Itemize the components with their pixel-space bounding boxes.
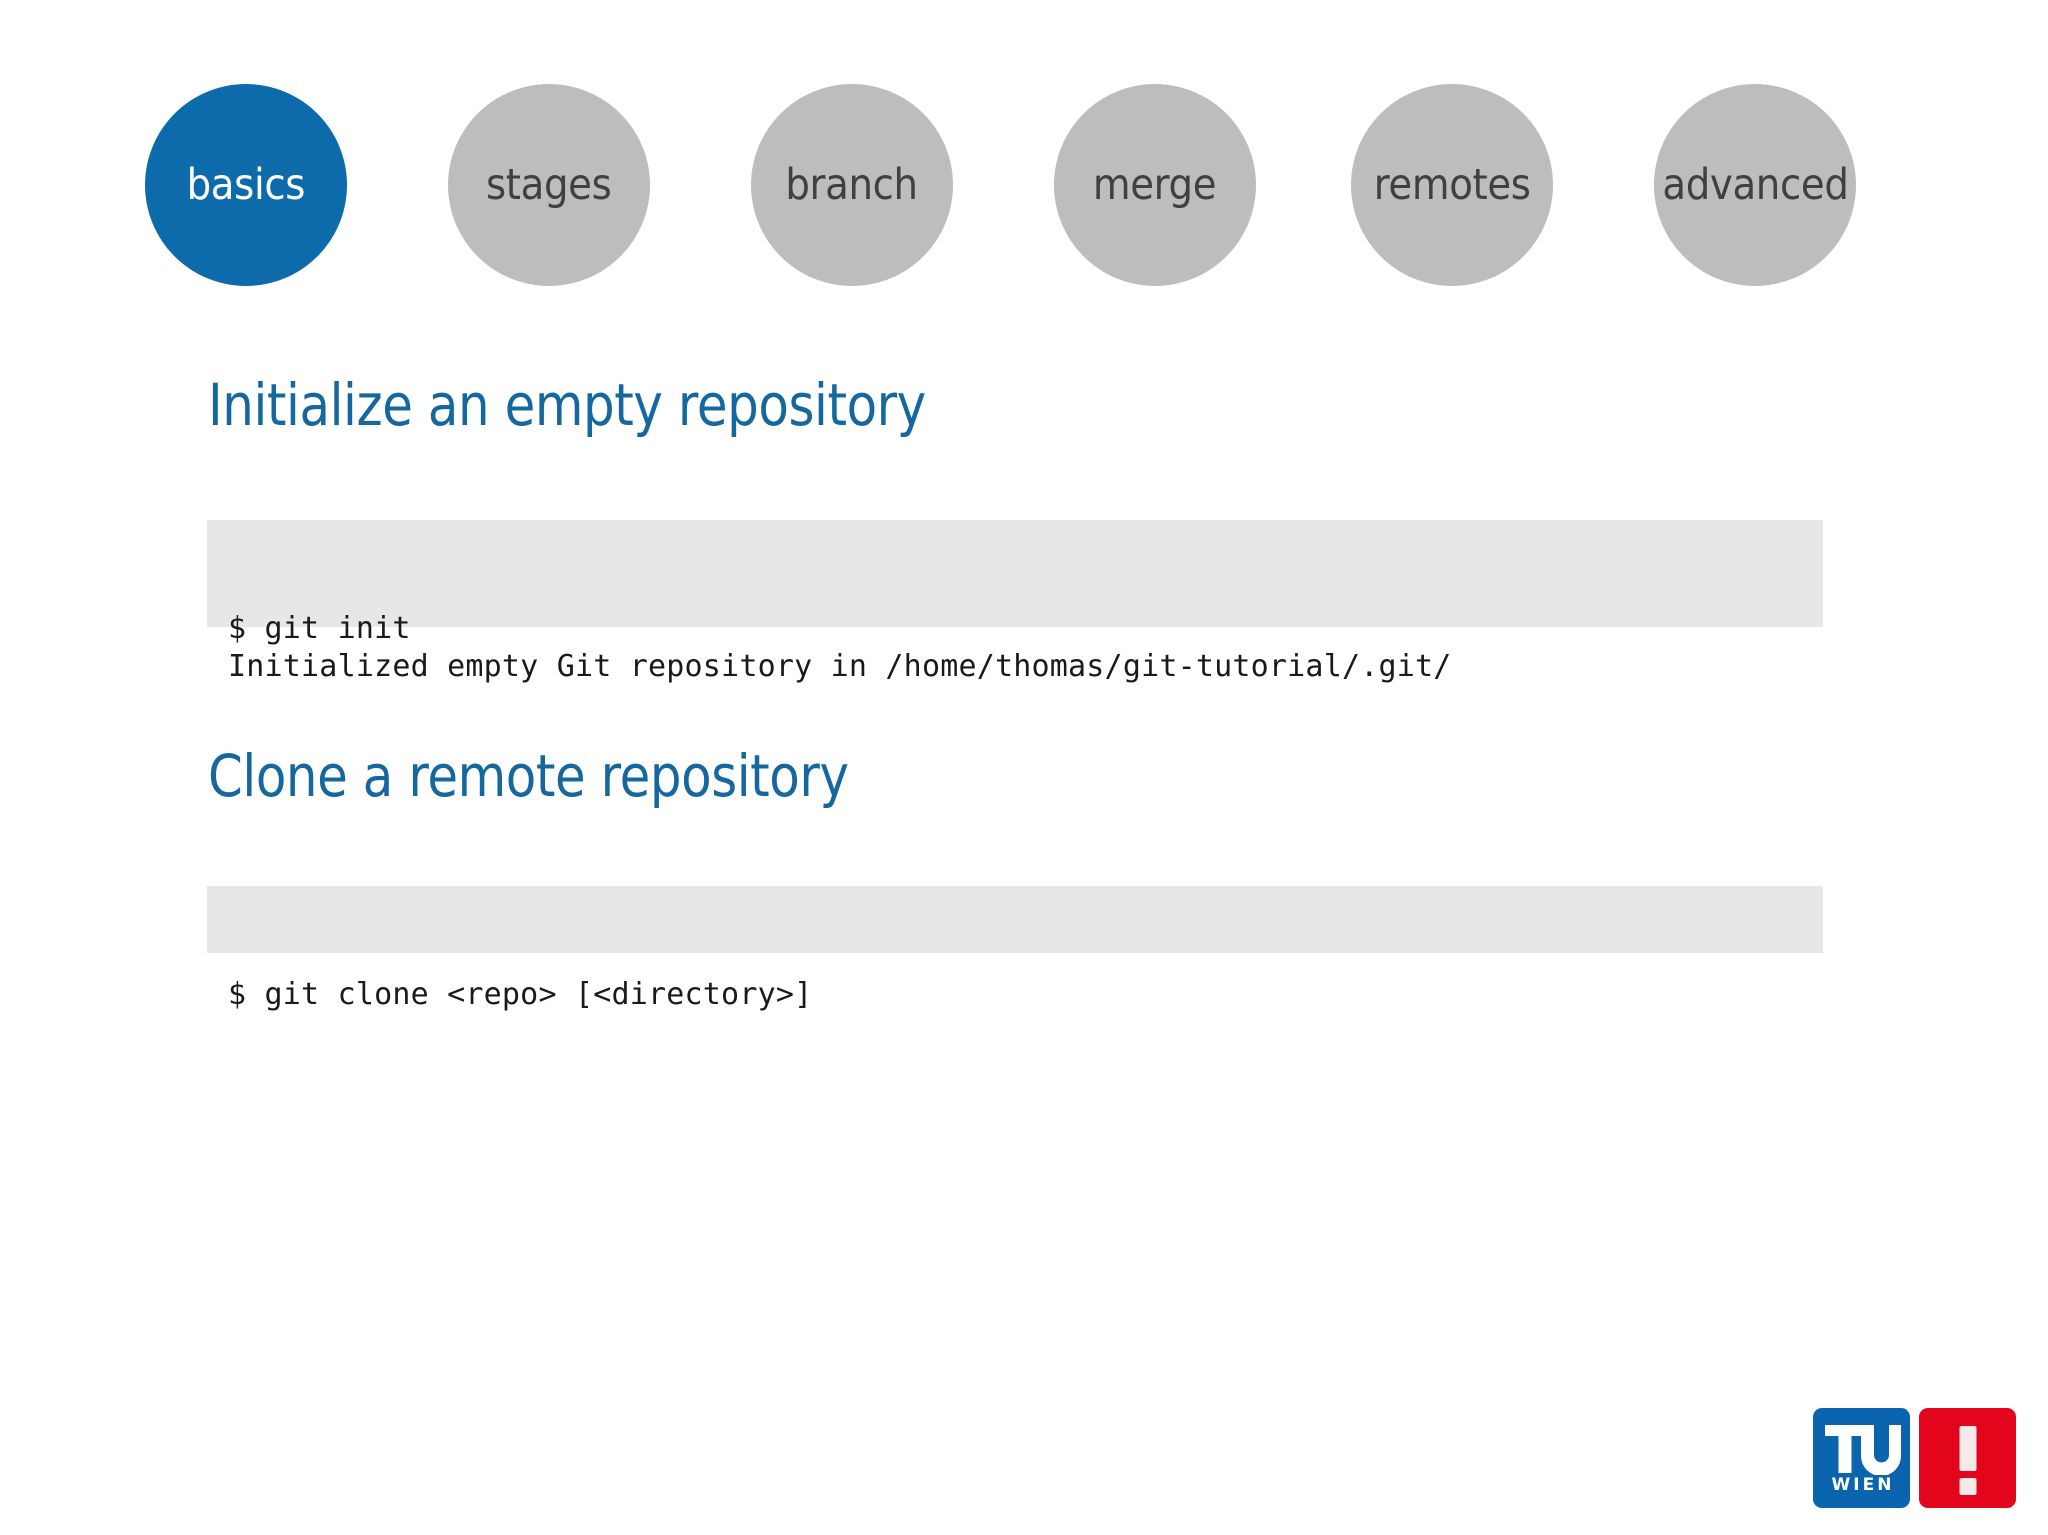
exclamation-bar-icon (1959, 1426, 1976, 1471)
nav-circle-advanced[interactable]: advanced (1654, 84, 1856, 286)
tu-wien-logo-red-tile (1919, 1408, 2016, 1508)
nav-label-basics: basics (186, 159, 306, 210)
logo-wien-text: WIEN (1831, 1474, 1895, 1495)
nav-circle-remotes[interactable]: remotes (1351, 84, 1553, 286)
tu-monogram-icon (1824, 1424, 1901, 1475)
section-heading-initialize: Initialize an empty repository (208, 371, 926, 439)
tu-wien-logo-blue-tile: WIEN (1813, 1408, 1910, 1508)
nav-circle-basics[interactable]: basics (145, 84, 347, 286)
nav-circle-stages[interactable]: stages (448, 84, 650, 286)
nav-label-stages: stages (486, 159, 612, 210)
tu-wien-logo: WIEN (1813, 1408, 2017, 1508)
code-line: $ git clone <repo> [<directory>] (228, 977, 813, 1012)
section-nav: basics stages branch merge remotes advan… (145, 84, 1965, 286)
nav-label-branch: branch (785, 159, 919, 210)
code-line: Initialized empty Git repository in /hom… (228, 649, 1452, 684)
section-heading-clone: Clone a remote repository (208, 742, 849, 810)
code-line: $ git init (228, 611, 411, 646)
nav-circle-merge[interactable]: merge (1054, 84, 1256, 286)
nav-circle-branch[interactable]: branch (751, 84, 953, 286)
code-block-git-clone: $ git clone <repo> [<directory>] (207, 886, 1823, 1012)
exclamation-dot-icon (1959, 1478, 1976, 1495)
nav-label-merge: merge (1093, 159, 1217, 210)
nav-label-advanced: advanced (1661, 159, 1849, 210)
nav-label-remotes: remotes (1373, 159, 1531, 210)
